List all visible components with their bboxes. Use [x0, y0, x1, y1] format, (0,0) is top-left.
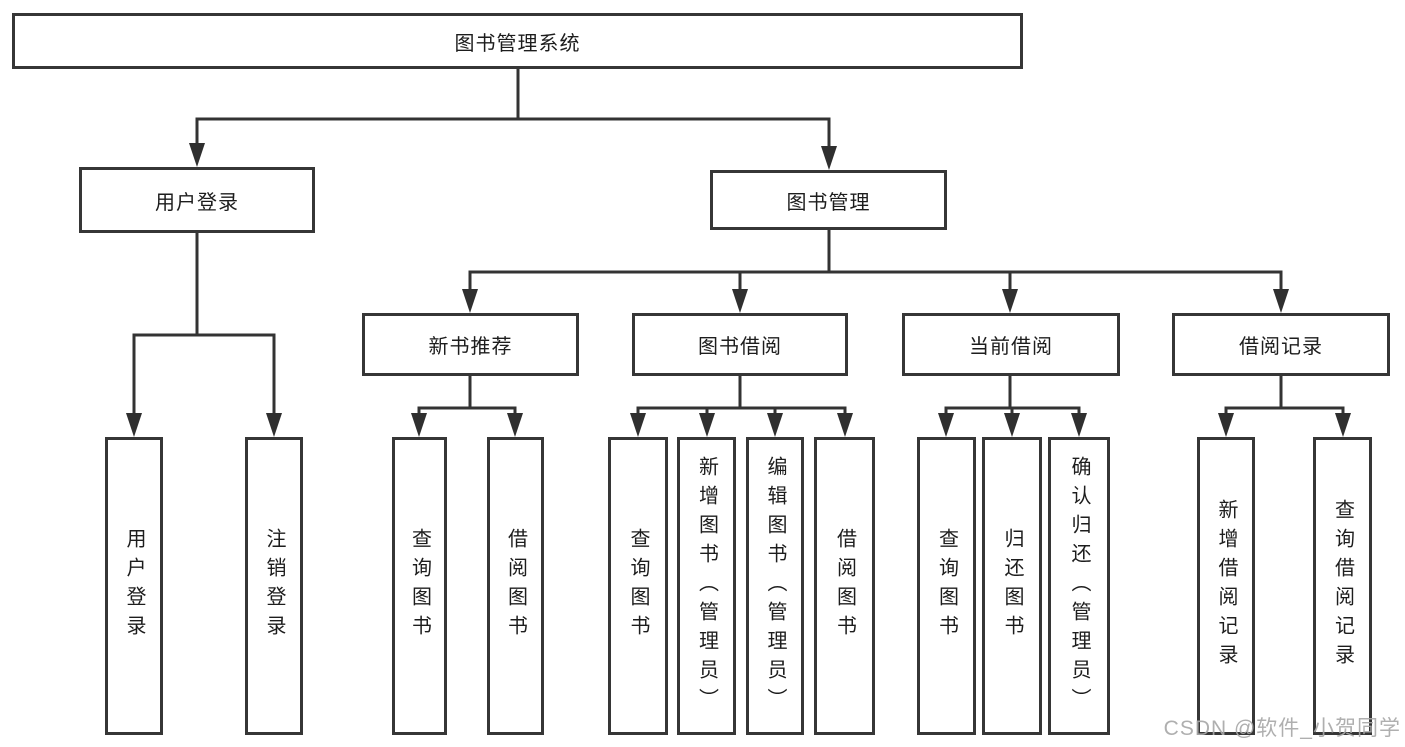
node-label: 图书管理系统	[454, 32, 581, 55]
node-label: 查询图书	[627, 528, 649, 644]
node-label: 确认归还（管理员）	[1068, 455, 1090, 717]
node-current-borrowing: 当前借阅	[902, 313, 1120, 376]
leaf-query-books-1: 查询图书	[392, 437, 447, 735]
node-label: 查询图书	[935, 528, 958, 644]
leaf-query-borrow-record: 查询借阅记录	[1313, 437, 1372, 735]
arrowhead-icons	[126, 143, 1351, 437]
node-label: 图书管理	[786, 191, 871, 214]
leaf-return-books: 归还图书	[982, 437, 1042, 735]
leaf-borrow-books-1: 借阅图书	[487, 437, 544, 735]
node-label: 用户登录	[123, 528, 145, 644]
node-label: 借阅图书	[833, 528, 856, 644]
leaf-add-books-admin: 新增图书（管理员）	[677, 437, 736, 735]
node-label: 编辑图书（管理员）	[764, 455, 786, 717]
node-label: 新增借阅记录	[1215, 499, 1237, 673]
node-label: 新增图书（管理员）	[695, 455, 718, 717]
node-new-book-recommendation: 新书推荐	[362, 313, 579, 376]
leaf-add-borrow-record: 新增借阅记录	[1197, 437, 1255, 735]
node-label: 查询图书	[408, 528, 431, 644]
node-label: 归还图书	[1001, 528, 1023, 644]
leaf-confirm-return-admin: 确认归还（管理员）	[1048, 437, 1110, 735]
node-label: 新书推荐	[428, 336, 513, 358]
node-label: 查询借阅记录	[1331, 499, 1354, 673]
node-book-borrowing: 图书借阅	[632, 313, 848, 376]
leaf-user-login: 用户登录	[105, 437, 163, 735]
leaf-query-books-3: 查询图书	[917, 437, 976, 735]
node-borrowing-records: 借阅记录	[1172, 313, 1390, 376]
node-library-management-system: 图书管理系统	[12, 13, 1023, 69]
csdn-watermark: CSDN @软件_小贺同学	[1163, 717, 1401, 740]
node-label: 注销登录	[263, 528, 285, 644]
node-user-login: 用户登录	[79, 167, 315, 233]
node-book-management: 图书管理	[710, 170, 947, 230]
leaf-borrow-books-2: 借阅图书	[814, 437, 875, 735]
node-label: 用户登录	[155, 191, 239, 214]
leaf-logout: 注销登录	[245, 437, 303, 735]
leaf-query-books-2: 查询图书	[608, 437, 668, 735]
node-label: 当前借阅	[969, 336, 1053, 358]
node-label: 借阅图书	[504, 528, 527, 644]
node-label: 图书借阅	[698, 336, 782, 358]
leaf-edit-books-admin: 编辑图书（管理员）	[746, 437, 804, 735]
node-label: 借阅记录	[1239, 336, 1323, 358]
